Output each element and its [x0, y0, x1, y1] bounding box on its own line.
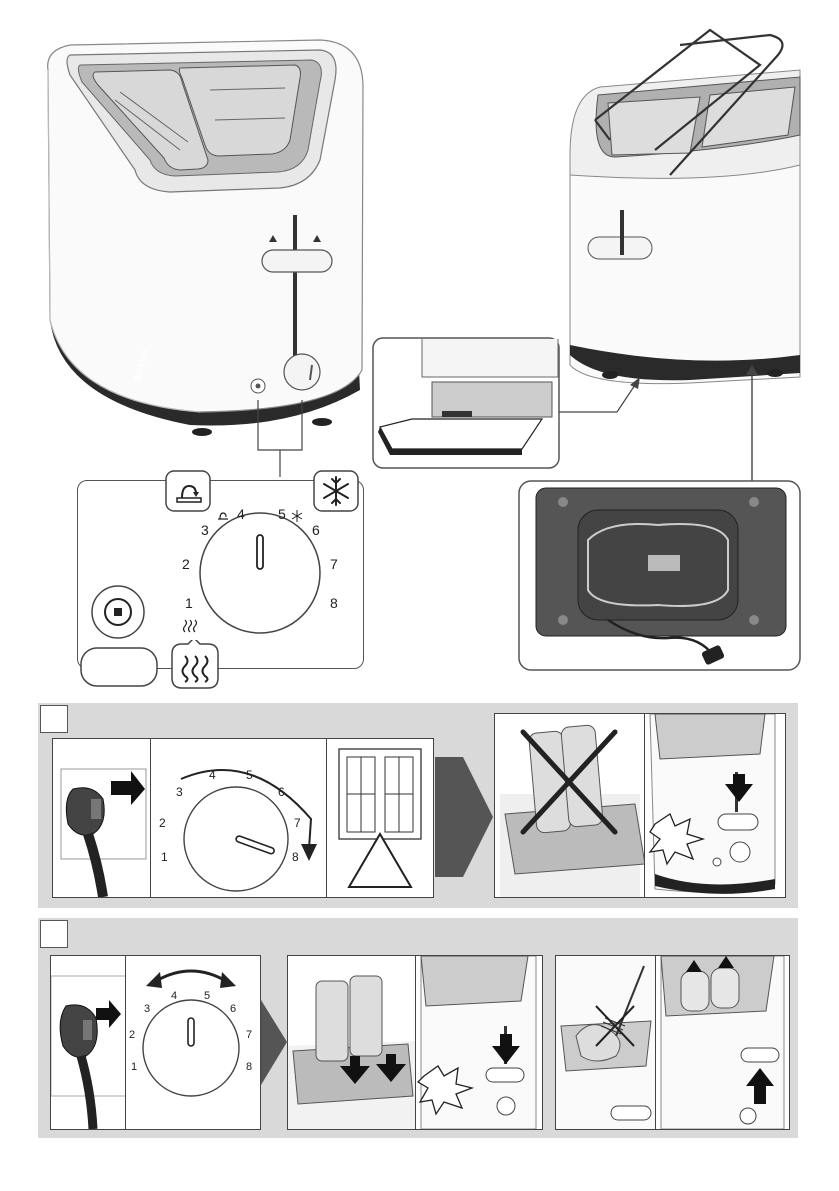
step1-ventilate-panel [326, 738, 434, 898]
small-heat-waves-icon [184, 620, 197, 632]
dial-number-3: 3 [201, 522, 209, 538]
browning-dial-small-2: 1 2 3 4 5 6 7 8 [126, 956, 260, 1129]
blank-label-tab [80, 647, 160, 689]
step2-insert-bread-panel [287, 955, 417, 1130]
heat-waves-icon [170, 640, 220, 690]
svg-text:8: 8 [292, 850, 299, 864]
browning-dial-large[interactable]: 1 2 3 4 5 6 7 8 [160, 495, 360, 655]
svg-text:5: 5 [204, 990, 210, 1002]
dial-number-5: 5 [278, 506, 286, 522]
dial-number-7: 7 [330, 556, 338, 572]
step2-dial-panel: 1 2 3 4 5 6 7 8 [125, 955, 261, 1130]
svg-text:7: 7 [246, 1029, 252, 1041]
browning-dial-small-1: 1 2 3 4 5 6 7 8 [151, 739, 327, 897]
dial-number-8: 8 [330, 595, 338, 611]
step1-dial-panel: 1 2 3 4 5 6 7 8 [150, 738, 328, 898]
callout-lines [250, 395, 310, 480]
svg-text:2: 2 [129, 1029, 135, 1041]
step1-plug-panel [52, 738, 152, 898]
step2-press-lever-panel [415, 955, 543, 1130]
arrow-to-underside [742, 365, 762, 483]
svg-text:1: 1 [131, 1061, 137, 1073]
toaster-with-bun-rack-illustration [560, 25, 805, 390]
svg-text:3: 3 [144, 1003, 150, 1015]
crumb-tray-callout [372, 337, 642, 472]
step2-lift-lever-panel [655, 955, 790, 1130]
stop-button[interactable] [88, 582, 148, 642]
svg-text:6: 6 [230, 1003, 236, 1015]
svg-text:7: 7 [294, 816, 301, 830]
step1-no-bread-panel [494, 713, 646, 898]
dial-number-6: 6 [312, 522, 320, 538]
step2-next-arrow [261, 1000, 287, 1085]
toaster-front-illustration: BRAUN [40, 30, 370, 440]
warning-triangle-icon [349, 834, 411, 887]
cord-storage-underside-panel [518, 480, 802, 672]
small-snowflake-icon [292, 510, 302, 522]
dial-number-4: 4 [237, 506, 245, 522]
dial-number-1: 1 [185, 595, 193, 611]
svg-text:4: 4 [171, 990, 177, 1002]
svg-text:3: 3 [176, 785, 183, 799]
svg-text:8: 8 [246, 1061, 252, 1073]
svg-text:1: 1 [161, 850, 168, 864]
step-1-number-box [40, 705, 68, 733]
step2-no-utensil-panel [555, 955, 657, 1130]
step1-next-arrow [435, 757, 493, 877]
step2-plug-panel [50, 955, 127, 1130]
step-2-number-box [40, 920, 68, 948]
svg-text:2: 2 [159, 816, 166, 830]
dial-number-2: 2 [182, 556, 190, 572]
step1-press-lever-panel [644, 713, 786, 898]
